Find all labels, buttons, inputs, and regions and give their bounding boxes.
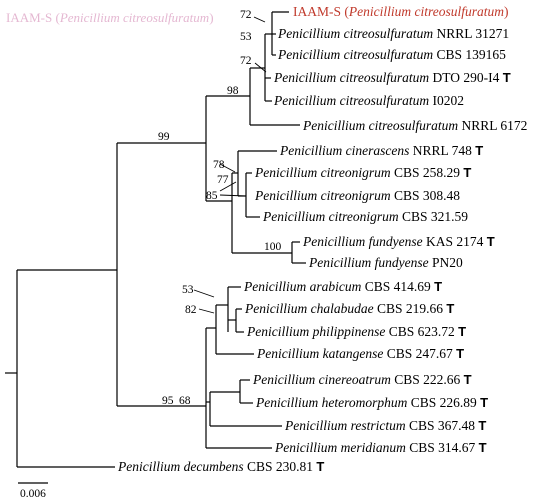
tip-label: Penicillium citreosulfuratum DTO 290-I4 … — [273, 70, 511, 85]
tip-label: Penicillium citreonigrum CBS 308.48 — [254, 188, 460, 203]
tip-label: Penicillium cinerascens NRRL 748 T — [279, 143, 483, 158]
scale-bar-label: 0.006 — [20, 488, 46, 500]
tip-label: Penicillium decumbens CBS 230.81 T — [117, 459, 324, 474]
bootstrap-53-top: 53 — [240, 31, 252, 43]
bootstrap-85: 85 — [206, 190, 218, 202]
tip-labels: IAAM-S (Penicillium citreosulfuratum) Pe… — [117, 4, 527, 474]
tip-label: Penicillium citreosulfuratum NRRL 6172 — [302, 118, 527, 133]
bootstrap-82: 82 — [185, 304, 197, 316]
branches — [5, 11, 306, 468]
bootstrap-78: 78 — [213, 159, 225, 171]
tip-label: Penicillium chalabudae CBS 219.66 T — [244, 301, 454, 316]
ghost-label: IAAM-S (Penicillium citreosulfuratum) — [6, 10, 214, 25]
bootstrap-100: 100 — [264, 241, 282, 253]
tip-label: Penicillium meridianum CBS 314.67 T — [274, 440, 487, 455]
bootstrap-values: 72 53 72 98 99 78 77 85 100 53 82 95 68 — [158, 9, 282, 407]
tip-label: Penicillium citreosulfuratum I0202 — [273, 93, 464, 108]
tip-label: Penicillium heteromorphum CBS 226.89 T — [255, 395, 488, 410]
tip-label: Penicillium citreosulfuratum CBS 139165 — [277, 47, 506, 62]
bootstrap-72-mid: 72 — [240, 55, 252, 67]
bootstrap-77: 77 — [217, 174, 229, 186]
tip-label: Penicillium citreonigrum CBS 258.29 T — [254, 165, 471, 180]
tip-label: Penicillium fundyense PN20 — [308, 255, 463, 270]
tip-label: Penicillium restrictum CBS 367.48 T — [284, 418, 486, 433]
bootstrap-53-lower: 53 — [182, 284, 194, 296]
tip-label-iaam-s: IAAM-S (Penicillium citreosulfuratum) — [293, 4, 508, 19]
tip-label: Penicillium citreonigrum CBS 321.59 — [262, 209, 468, 224]
scale-bar: 0.006 — [18, 482, 48, 500]
tip-label: Penicillium katangense CBS 247.67 T — [256, 346, 464, 361]
bootstrap-68: 68 — [179, 395, 191, 407]
tip-label: Penicillium cinereoatrum CBS 222.66 T — [252, 372, 472, 387]
bootstrap-72-top: 72 — [240, 9, 252, 21]
tip-label: Penicillium philippinense CBS 623.72 T — [246, 324, 466, 339]
tip-label: Penicillium citreosulfuratum NRRL 31271 — [277, 26, 509, 41]
bootstrap-99: 99 — [158, 131, 170, 143]
tip-label: Penicillium fundyense KAS 2174 T — [302, 234, 495, 249]
bootstrap-95: 95 — [162, 395, 174, 407]
bootstrap-98: 98 — [227, 85, 239, 97]
bootstrap-leaders — [193, 16, 267, 314]
tip-label: Penicillium arabicum CBS 414.69 T — [243, 279, 442, 294]
